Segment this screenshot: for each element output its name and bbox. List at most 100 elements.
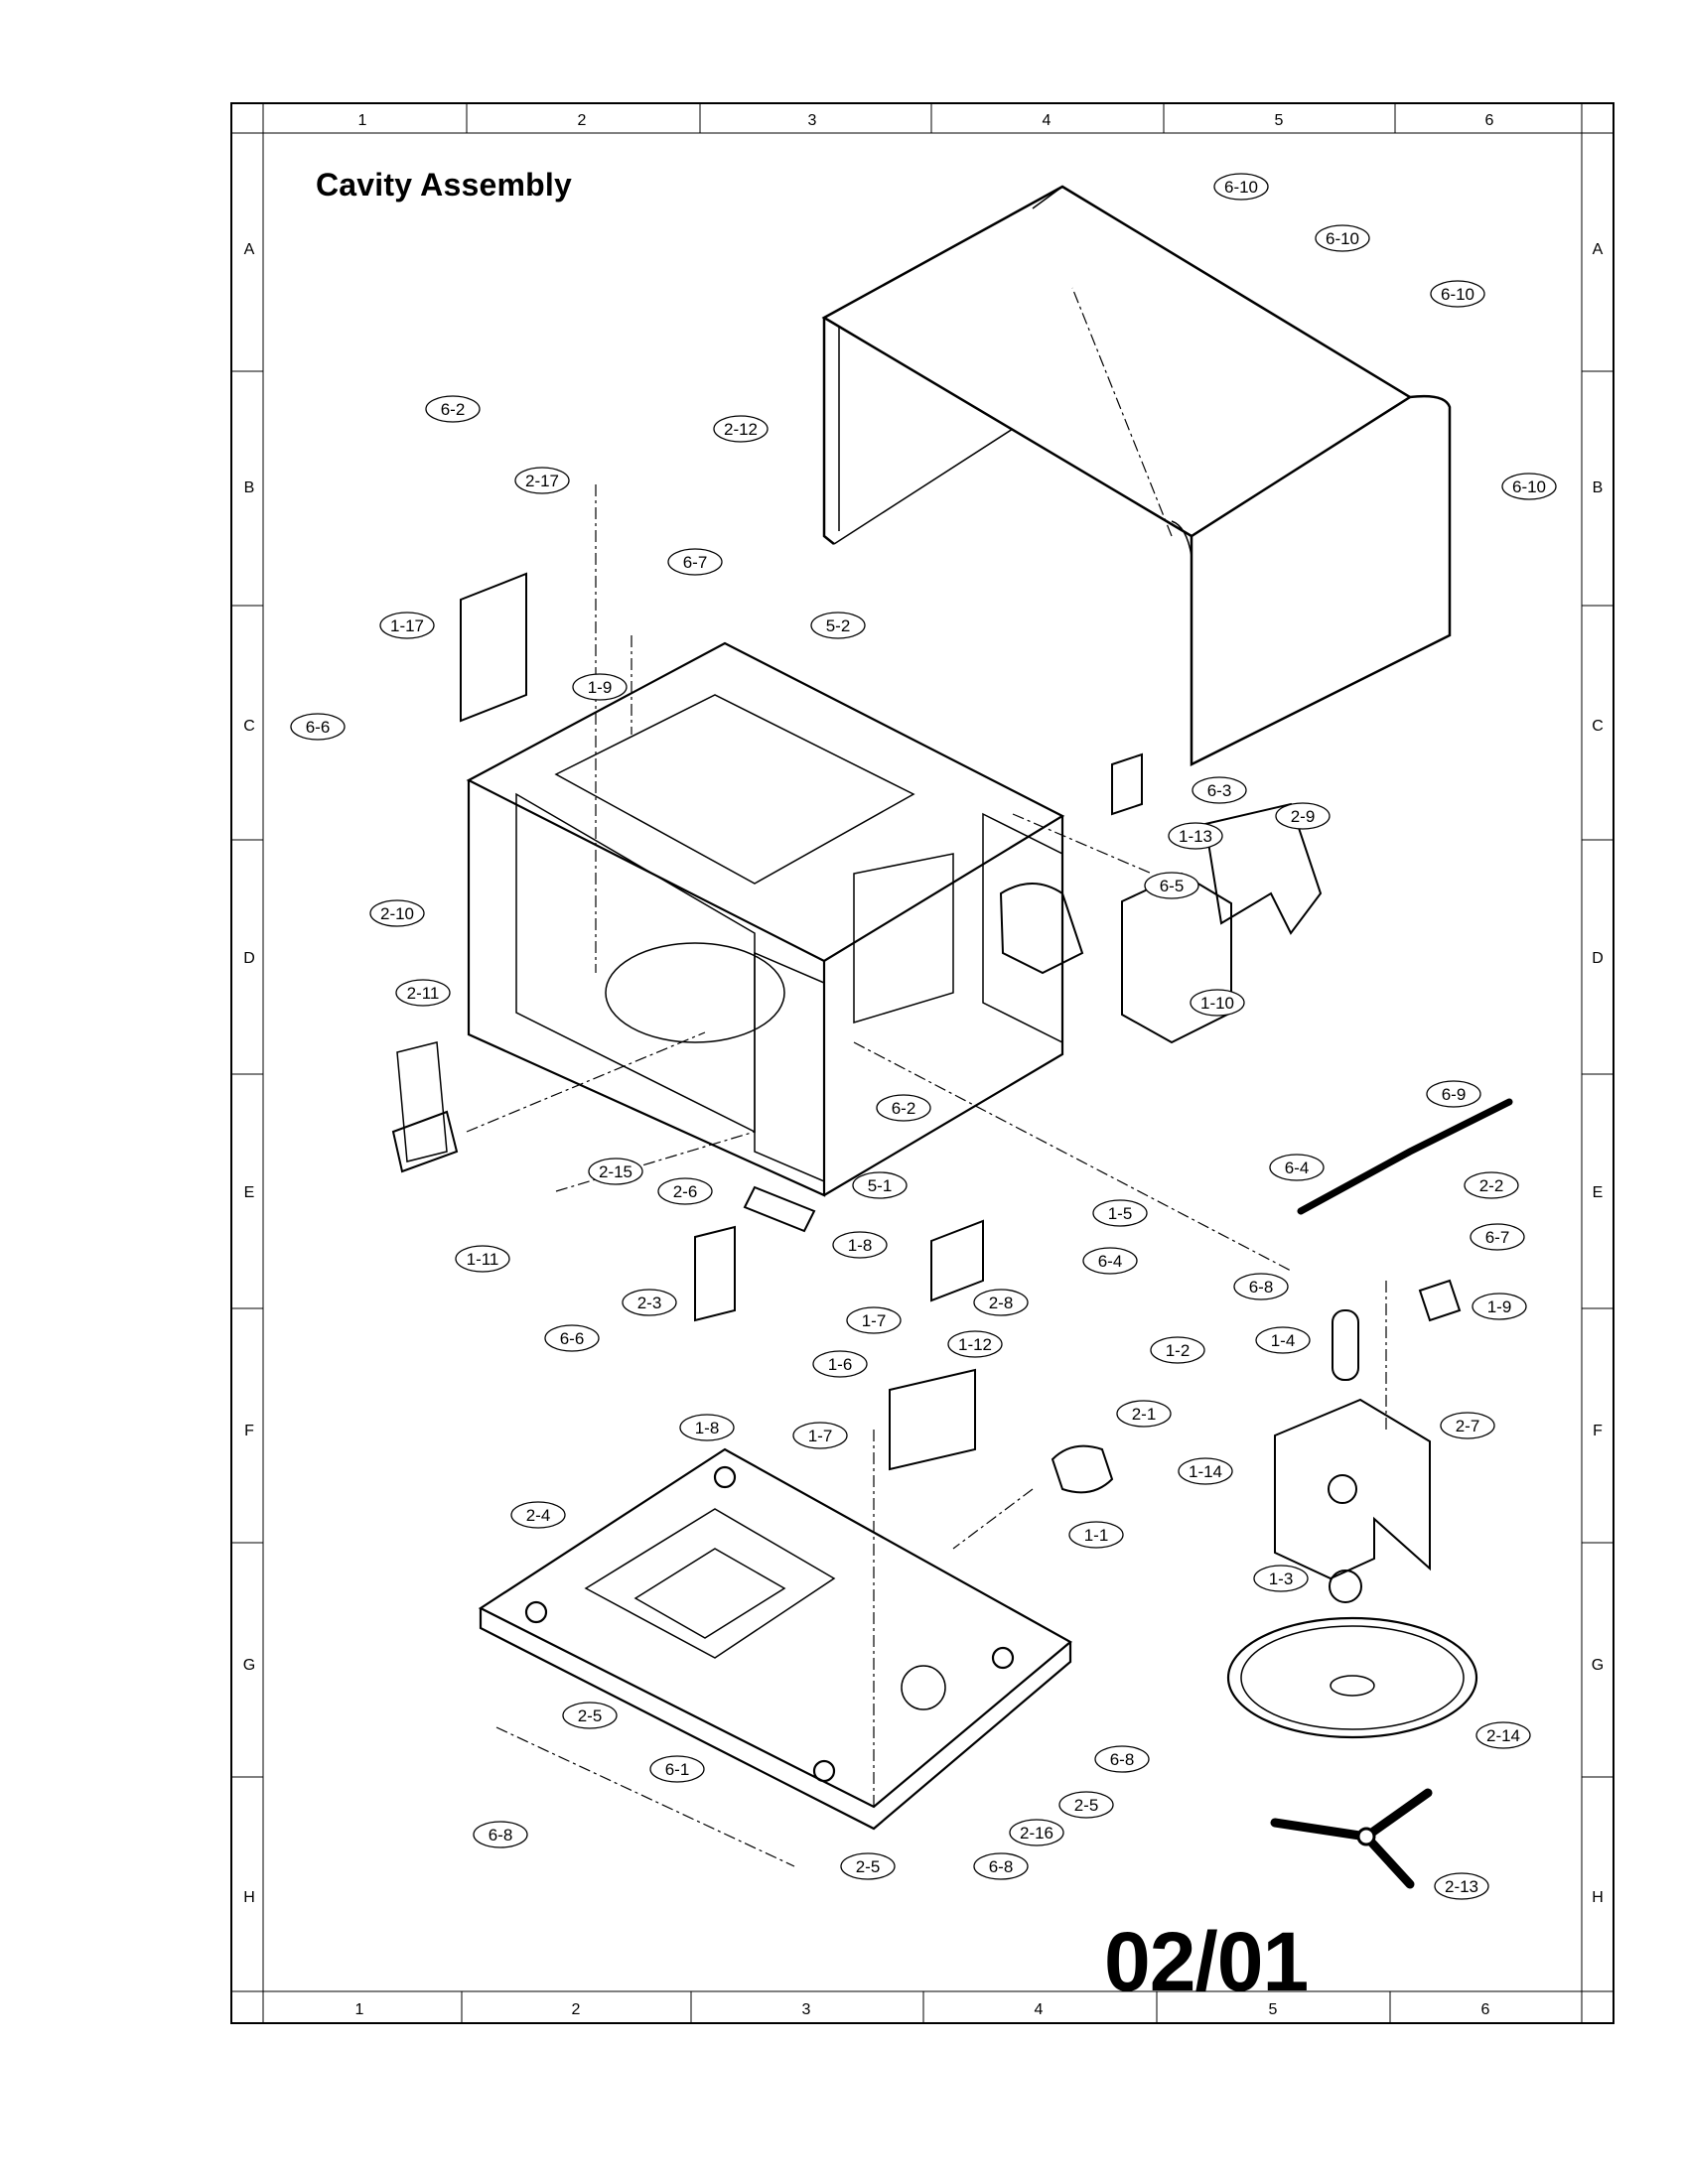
- callout-1-2: 1-2: [1150, 1336, 1205, 1364]
- callout-1-12: 1-12: [947, 1330, 1003, 1358]
- callout-1-7: 1-7: [846, 1306, 902, 1334]
- grid-row-label-right: B: [1593, 479, 1604, 496]
- grid-column-label-top: 4: [1043, 112, 1052, 129]
- callout-label: 2-5: [1074, 1796, 1099, 1815]
- callout-bubble: [1116, 1400, 1172, 1428]
- callout-2-5: 2-5: [1058, 1791, 1114, 1819]
- callout-bubble: [973, 1289, 1029, 1316]
- callout-6-2: 6-2: [876, 1094, 931, 1122]
- grid-column-label-bottom: 2: [572, 2001, 581, 2018]
- grid-row-label-right: A: [1593, 241, 1604, 258]
- grid-row-label-left: B: [244, 479, 255, 496]
- callout-bubble: [1092, 1199, 1148, 1227]
- callout-2-5: 2-5: [562, 1702, 618, 1729]
- callout-label: 1-10: [1200, 994, 1234, 1013]
- callout-label: 6-3: [1207, 781, 1232, 800]
- callout-6-10: 6-10: [1315, 224, 1370, 252]
- callout-6-2: 6-2: [425, 395, 481, 423]
- callout-1-8: 1-8: [832, 1231, 888, 1259]
- callout-6-9: 6-9: [1426, 1080, 1481, 1108]
- callout-bubble: [679, 1414, 735, 1441]
- grid-row-label-left: H: [243, 1889, 255, 1906]
- callout-bubble: [852, 1171, 908, 1199]
- callout-label: 6-2: [441, 400, 466, 419]
- callout-label: 1-11: [467, 1250, 499, 1269]
- callout-label: 2-12: [724, 420, 758, 439]
- grid-column-label-bottom: 6: [1481, 2001, 1490, 2018]
- callout-2-7: 2-7: [1440, 1412, 1495, 1439]
- callout-6-8: 6-8: [1233, 1273, 1289, 1300]
- callout-bubble: [514, 467, 570, 494]
- callout-2-15: 2-15: [588, 1158, 643, 1185]
- callout-label: 2-4: [526, 1506, 551, 1525]
- callout-bubble: [395, 979, 451, 1007]
- callout-1-6: 1-6: [812, 1350, 868, 1378]
- grid-column-label-bottom: 3: [802, 2001, 811, 2018]
- grid-row-label-left: E: [244, 1184, 255, 1201]
- callout-2-8: 2-8: [973, 1289, 1029, 1316]
- base-plate: [478, 1447, 1072, 1831]
- callout-label: 6-10: [1512, 478, 1546, 496]
- callout-bubble: [1501, 473, 1557, 500]
- grid-column-label-top: 5: [1275, 112, 1284, 129]
- grid-row-label-right: F: [1593, 1423, 1603, 1439]
- page-title: Cavity Assembly: [316, 167, 572, 203]
- callout-label: 2-14: [1486, 1726, 1520, 1745]
- callout-bubble: [544, 1324, 600, 1352]
- callout-label: 5-1: [868, 1176, 893, 1195]
- callout-label: 6-8: [1249, 1278, 1274, 1297]
- callout-bubble: [1275, 802, 1331, 830]
- callout-label: 2-17: [525, 472, 559, 490]
- callout-bubble: [1094, 1745, 1150, 1773]
- callout-label: 1-9: [588, 678, 613, 697]
- callout-2-3: 2-3: [622, 1289, 677, 1316]
- callout-6-1: 6-1: [649, 1755, 705, 1783]
- callout-label: 2-15: [599, 1162, 632, 1181]
- grid-row-label-right: D: [1592, 950, 1604, 967]
- callout-1-14: 1-14: [1178, 1457, 1233, 1485]
- callout-1-13: 1-13: [1168, 822, 1223, 850]
- grid-row-label-right: C: [1592, 718, 1604, 735]
- callout-6-7: 6-7: [1470, 1223, 1525, 1251]
- callout-label: 2-8: [989, 1294, 1014, 1312]
- callout-bubble: [1068, 1521, 1124, 1549]
- callout-label: 6-10: [1441, 285, 1474, 304]
- callout-6-5: 6-5: [1144, 872, 1199, 899]
- grid-column-label-top: 1: [358, 112, 367, 129]
- callout-1-17: 1-17: [379, 612, 435, 639]
- grid-row-label-right: H: [1592, 1889, 1604, 1906]
- callout-1-5: 1-5: [1092, 1199, 1148, 1227]
- callout-6-10: 6-10: [1501, 473, 1557, 500]
- callout-2-12: 2-12: [713, 415, 769, 443]
- callout-label: 1-14: [1189, 1462, 1222, 1481]
- callout-bubble: [1009, 1819, 1064, 1846]
- callout-bubble: [510, 1501, 566, 1529]
- callout-bubble: [1255, 1326, 1311, 1354]
- callout-label: 2-10: [380, 904, 414, 923]
- callout-label: 1-17: [390, 616, 424, 635]
- callout-bubble: [1168, 822, 1223, 850]
- cavity-body: [466, 641, 1065, 1197]
- callout-bubble: [657, 1177, 713, 1205]
- callout-5-2: 5-2: [810, 612, 866, 639]
- motor-bracket: [1274, 1309, 1431, 1603]
- callout-label: 1-8: [695, 1419, 720, 1437]
- callout-label: 6-6: [306, 718, 331, 737]
- callout-bubble: [713, 415, 769, 443]
- grid-row-label-left: C: [243, 718, 255, 735]
- grid-row-label-left: A: [244, 241, 255, 258]
- callout-label: 2-13: [1445, 1877, 1478, 1896]
- callout-bubble: [369, 899, 425, 927]
- callout-label: 6-1: [665, 1760, 690, 1779]
- callout-label: 1-2: [1166, 1341, 1191, 1360]
- callout-layer: 6-106-106-106-102-126-22-176-71-171-96-6…: [290, 173, 1557, 1900]
- callout-label: 2-5: [578, 1706, 603, 1725]
- callout-bubble: [1253, 1565, 1309, 1592]
- callout-bubble: [455, 1245, 510, 1273]
- callout-1-9: 1-9: [572, 673, 628, 701]
- callout-6-4: 6-4: [1082, 1247, 1138, 1275]
- callout-bubble: [1178, 1457, 1233, 1485]
- callout-label: 2-1: [1132, 1405, 1157, 1424]
- page-code: 02/01: [1104, 1915, 1309, 2008]
- callout-bubble: [1269, 1154, 1325, 1181]
